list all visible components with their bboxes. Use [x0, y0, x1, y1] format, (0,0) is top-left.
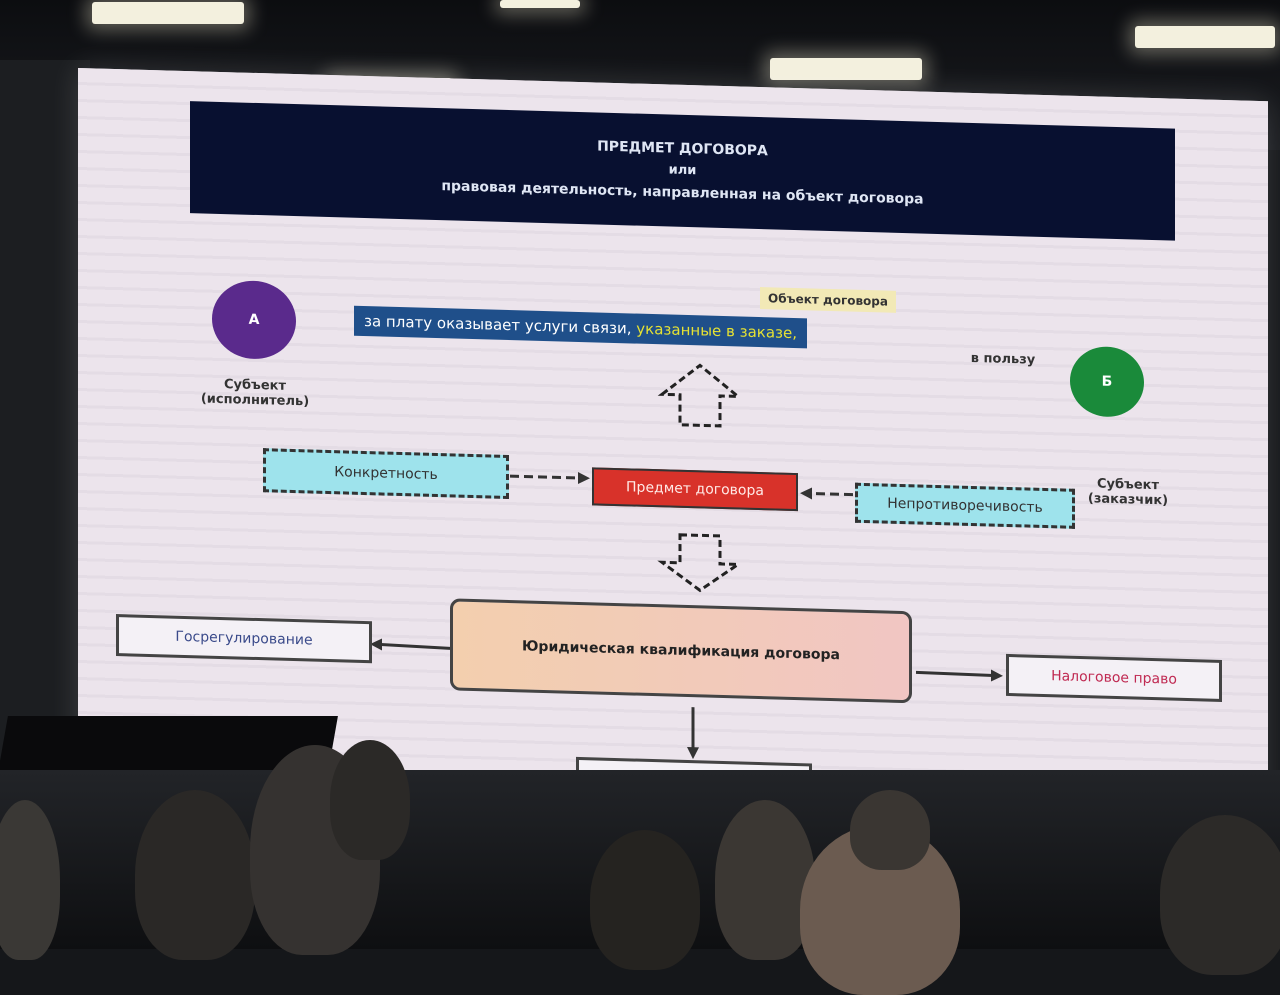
audience-head [590, 830, 700, 970]
state-regulation-box: Госрегулирование [116, 614, 372, 664]
connector-arrowhead [687, 747, 699, 760]
concreteness-box: Конкретность [263, 448, 509, 500]
connector-arrowhead [991, 669, 1003, 682]
state-regulation-connector [377, 642, 451, 650]
ceiling-lamp [500, 0, 580, 8]
consistency-connector [808, 491, 853, 497]
projection-screen: ПРЕДМЕТ ДОГОВОРА или правовая деятельнос… [78, 68, 1268, 847]
audience-head [330, 740, 410, 860]
hollow-up-arrow [657, 363, 743, 428]
ceiling-lamp [92, 2, 244, 24]
diagram-arrows [370, 363, 1003, 760]
tax-law-connector [915, 670, 994, 678]
connector-arrowhead [370, 638, 382, 651]
ceiling-lamp [770, 58, 922, 80]
audience-head [850, 790, 930, 870]
connector-arrowhead [800, 487, 812, 500]
audience-head [135, 790, 255, 960]
ceiling-lamp [1135, 26, 1275, 48]
hollow-down-arrow [657, 533, 743, 593]
audience-head [1160, 815, 1280, 975]
consistency-box: Непротиворечивость [855, 482, 1075, 529]
audience-head [715, 800, 815, 960]
left-wall [0, 60, 90, 760]
slide: ПРЕДМЕТ ДОГОВОРА или правовая деятельнос… [78, 68, 1268, 847]
audience-head [0, 800, 60, 960]
connector-arrowhead [578, 471, 590, 484]
concreteness-connector [510, 474, 583, 480]
subject-box: Предмет договора [592, 467, 798, 512]
audience-area [0, 740, 1280, 995]
tax-law-box: Налоговое право [1006, 653, 1222, 702]
qualification-box: Юридическая квалификация договора [450, 598, 912, 704]
